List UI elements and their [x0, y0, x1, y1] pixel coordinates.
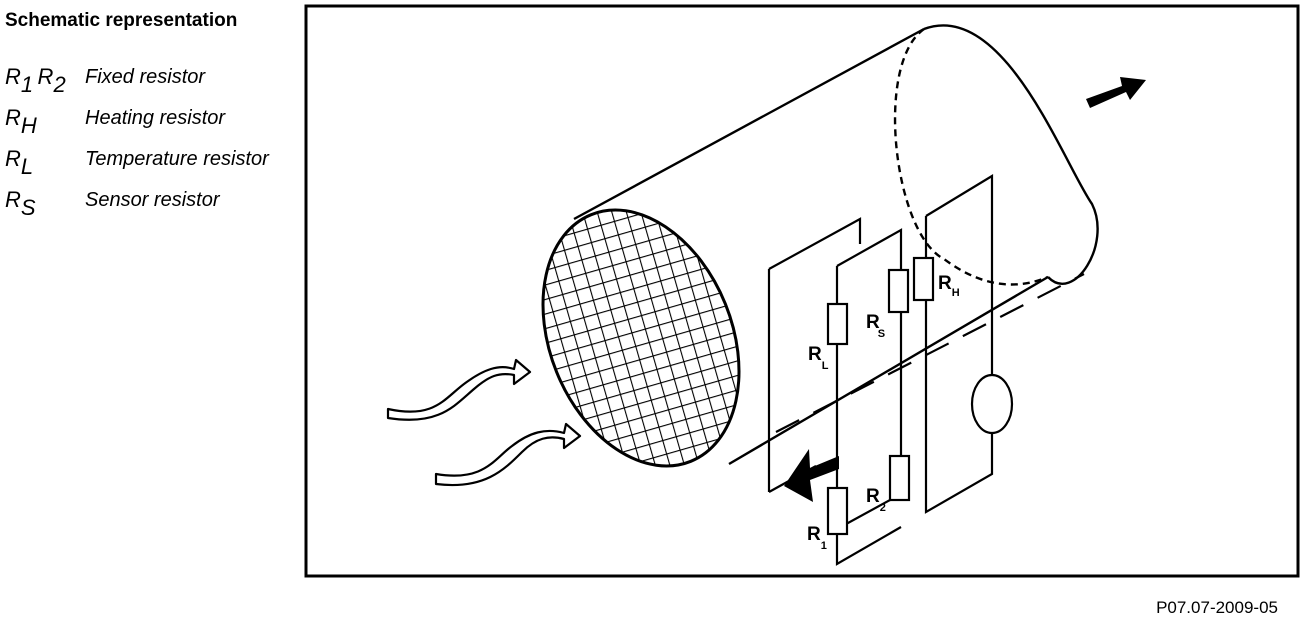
axis-line	[775, 273, 1085, 433]
circle-source-icon	[970, 373, 1014, 435]
legend-title: Schematic representation	[5, 10, 238, 31]
label-r-h: RH	[938, 273, 960, 299]
label-r-l: RL	[808, 344, 829, 372]
wavy-flow-arrow-icon	[434, 422, 582, 487]
legend-symbol: RS	[5, 187, 36, 220]
legend-description: Fixed resistor	[85, 66, 206, 88]
wavy-flow-arrow-icon	[386, 358, 532, 421]
figure-reference: P07.07-2009-05	[1156, 598, 1278, 617]
resistor-bodies	[826, 256, 935, 536]
legend-item-temperature-resistor: RL Temperature resistor	[5, 142, 305, 183]
legend-symbol: RH	[5, 105, 37, 138]
legend-description: Temperature resistor	[85, 148, 269, 170]
legend-symbol: R1 R2	[5, 64, 66, 97]
legend-item-heating-resistor: RH Heating resistor	[5, 101, 305, 142]
legend-item-fixed-resistor: R1 R2 Fixed resistor	[5, 60, 305, 101]
legend-description: Heating resistor	[85, 107, 226, 129]
legend-symbol: RL	[5, 146, 34, 179]
solid-arrow-icon	[1086, 77, 1146, 108]
legend-item-sensor-resistor: RS Sensor resistor	[5, 183, 305, 224]
label-r-1: R1	[807, 524, 827, 552]
legend-description: Sensor resistor	[85, 189, 220, 211]
diagram-frame	[304, 4, 1300, 578]
legend: R1 R2 Fixed resistor RH Heating resistor…	[5, 60, 305, 224]
label-r-2: R2	[866, 486, 886, 514]
filled-arrow-icon	[784, 449, 839, 502]
